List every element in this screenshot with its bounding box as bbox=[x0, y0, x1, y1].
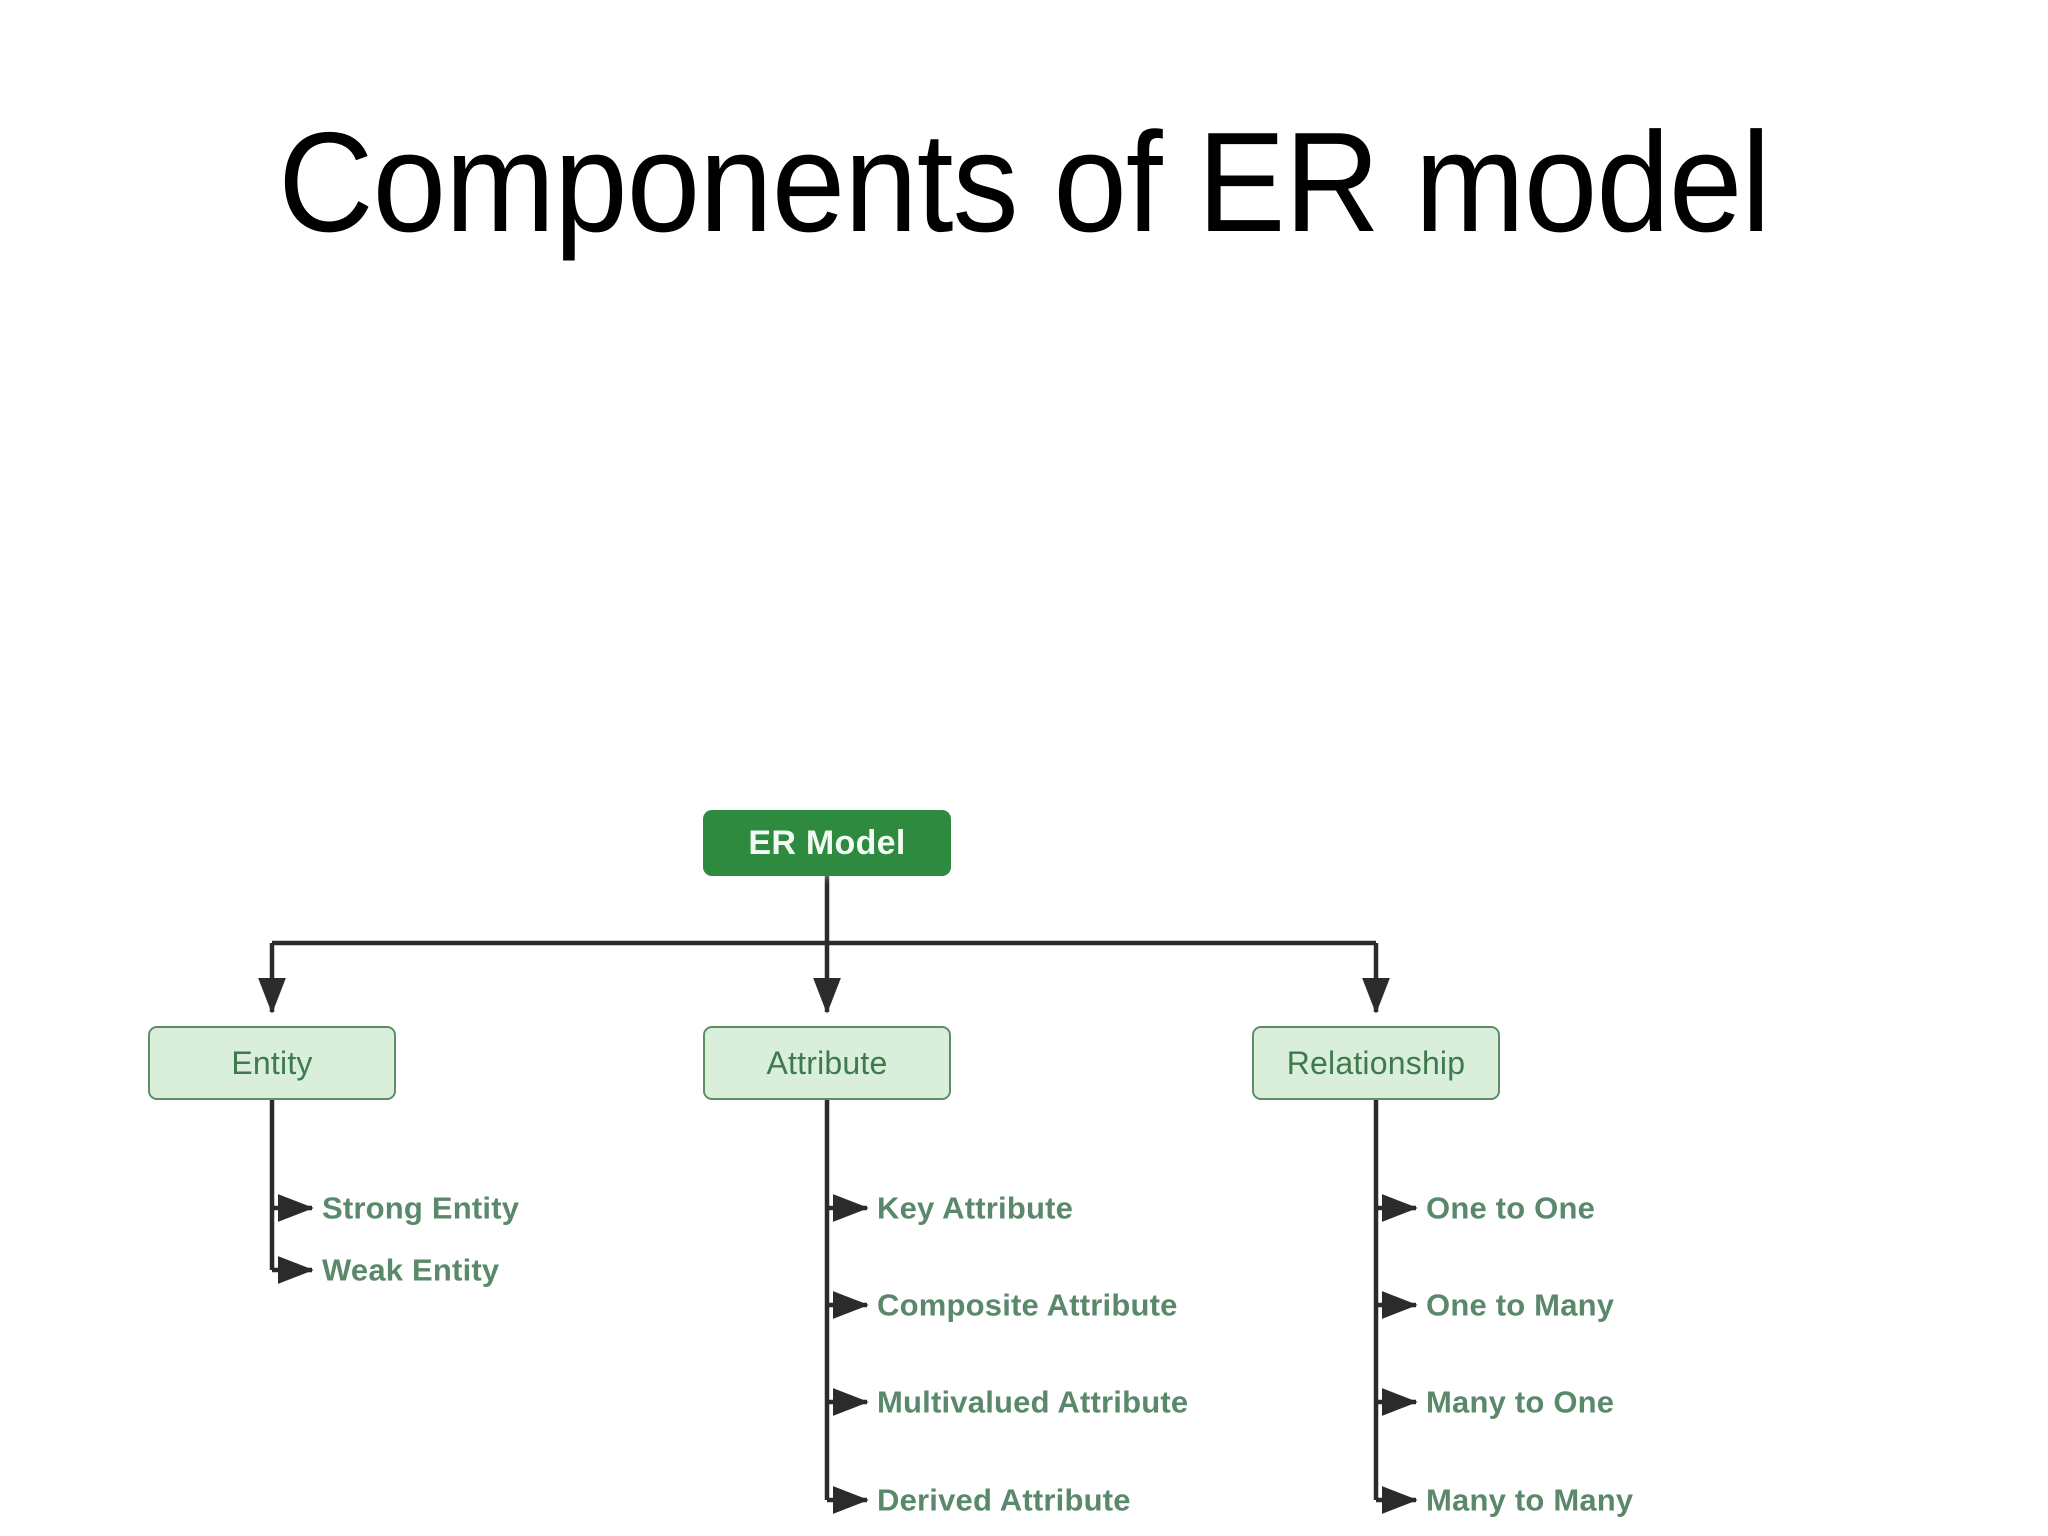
node-er-model-label: ER Model bbox=[748, 823, 906, 862]
er-model-tree-diagram: ER Model Entity Attribute Relationship S… bbox=[120, 660, 1920, 1516]
node-entity[interactable]: Entity bbox=[148, 1026, 396, 1100]
page-title: Components of ER model bbox=[278, 103, 1771, 262]
node-entity-label: Entity bbox=[231, 1044, 313, 1081]
leaf-one-to-one[interactable]: One to One bbox=[1426, 1190, 1596, 1226]
leaf-many-to-many[interactable]: Many to Many bbox=[1426, 1482, 1634, 1518]
leaf-strong-entity[interactable]: Strong Entity bbox=[322, 1190, 520, 1226]
tree-connectors bbox=[258, 875, 1418, 1514]
leaf-derived-attribute[interactable]: Derived Attribute bbox=[877, 1482, 1131, 1518]
leaf-key-attribute[interactable]: Key Attribute bbox=[877, 1190, 1074, 1226]
node-attribute[interactable]: Attribute bbox=[703, 1026, 951, 1100]
node-er-model[interactable]: ER Model bbox=[703, 810, 951, 876]
node-relationship[interactable]: Relationship bbox=[1252, 1026, 1500, 1100]
leaf-multivalued-attribute[interactable]: Multivalued Attribute bbox=[877, 1384, 1189, 1420]
leaf-composite-attribute[interactable]: Composite Attribute bbox=[877, 1287, 1178, 1323]
leaf-many-to-one[interactable]: Many to One bbox=[1426, 1384, 1615, 1420]
leaf-weak-entity[interactable]: Weak Entity bbox=[322, 1252, 500, 1288]
node-relationship-label: Relationship bbox=[1286, 1044, 1466, 1081]
node-attribute-label: Attribute bbox=[766, 1044, 888, 1081]
leaf-one-to-many[interactable]: One to Many bbox=[1426, 1287, 1615, 1323]
